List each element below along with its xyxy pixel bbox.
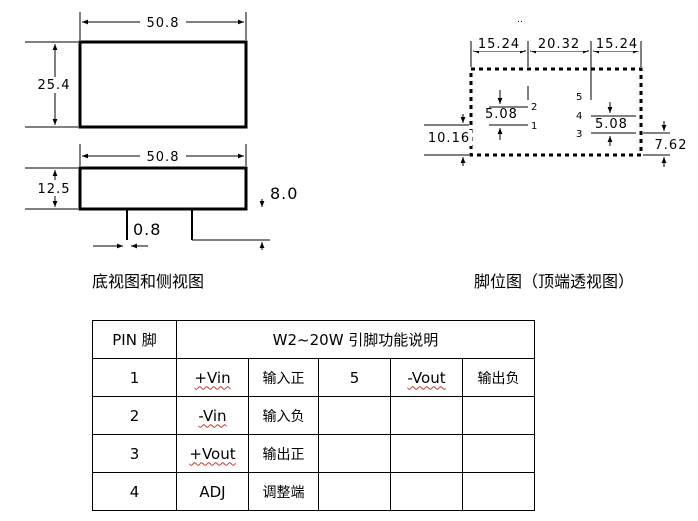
pin-diameter-label: 0.8 <box>133 220 161 239</box>
caption-pin-view: 脚位图（顶端透视图） <box>474 272 635 291</box>
left-pin-spacing: 5.08 <box>485 107 518 122</box>
cell-pin: 3 <box>92 434 177 473</box>
cell-func: 调整端 <box>248 472 319 511</box>
cell-pin: 2 <box>92 396 177 435</box>
cell-func: 输入正 <box>248 358 319 397</box>
cell-name2: -Vout <box>407 368 446 387</box>
cell-func2 <box>462 472 535 511</box>
table-row: 2 -Vin 输入负 <box>92 396 535 435</box>
header-title: W2~20W 引脚功能说明 <box>176 320 535 359</box>
bottom-width-label: 50.8 <box>147 16 180 31</box>
cell-name: +Vin <box>194 368 231 387</box>
cell-name2 <box>390 396 463 435</box>
cell-pin: 4 <box>92 472 177 511</box>
side-view: 50.8 12.5 8.0 0.8 <box>25 144 298 250</box>
right-pin-spacing: 5.08 <box>595 117 628 132</box>
side-height-label: 12.5 <box>38 182 71 197</box>
dim-top-3: 15.24 <box>596 37 638 52</box>
pin-label-3: 3 <box>576 129 582 140</box>
pin-layout-view: .. 15.24 20.32 15.24 5.08 2 1 10.16 <box>424 15 694 167</box>
cell-name: -Vin <box>198 406 227 425</box>
bottom-height-label: 25.4 <box>38 78 71 93</box>
dim-top-2: 20.32 <box>538 37 580 52</box>
table-row: 4 ADJ 调整端 <box>92 472 535 511</box>
marker-text: .. <box>517 15 523 25</box>
cell-pin: 1 <box>92 358 177 397</box>
pin-function-table: PIN 脚 W2~20W 引脚功能说明 1 +Vin 输入正 5 -Vout 输… <box>92 320 535 511</box>
header-pin: PIN 脚 <box>92 320 177 359</box>
cell-pin2 <box>318 472 391 511</box>
pin-label-4: 4 <box>576 111 582 122</box>
pin-length-label: 8.0 <box>270 184 298 203</box>
pin-label-1: 1 <box>531 121 537 132</box>
cell-name2 <box>390 472 463 511</box>
table-row: 1 +Vin 输入正 5 -Vout 输出负 <box>92 358 535 397</box>
dim-top-1: 15.24 <box>478 37 520 52</box>
right-offset-label: 7.62 <box>655 138 688 153</box>
pin-label-5: 5 <box>576 92 582 103</box>
side-width-label: 50.8 <box>147 150 180 165</box>
cell-func2: 输出负 <box>462 358 535 397</box>
pin-label-2: 2 <box>531 102 537 113</box>
cell-func: 输出正 <box>248 434 319 473</box>
cell-name2 <box>390 434 463 473</box>
bottom-view: 50.8 25.4 <box>25 12 248 129</box>
cell-pin2 <box>318 434 391 473</box>
cell-name: ADJ <box>176 472 249 511</box>
cell-func2 <box>462 434 535 473</box>
cell-name: +Vout <box>189 444 236 463</box>
cell-pin2 <box>318 396 391 435</box>
cell-func2 <box>462 396 535 435</box>
cell-pin2: 5 <box>318 358 391 397</box>
caption-bottom-side-view: 底视图和侧视图 <box>92 272 205 291</box>
table-row: 3 +Vout 输出正 <box>92 434 535 473</box>
table-header-row: PIN 脚 W2~20W 引脚功能说明 <box>92 320 535 359</box>
cell-func: 输入负 <box>248 396 319 435</box>
left-offset-label: 10.16 <box>428 131 470 146</box>
